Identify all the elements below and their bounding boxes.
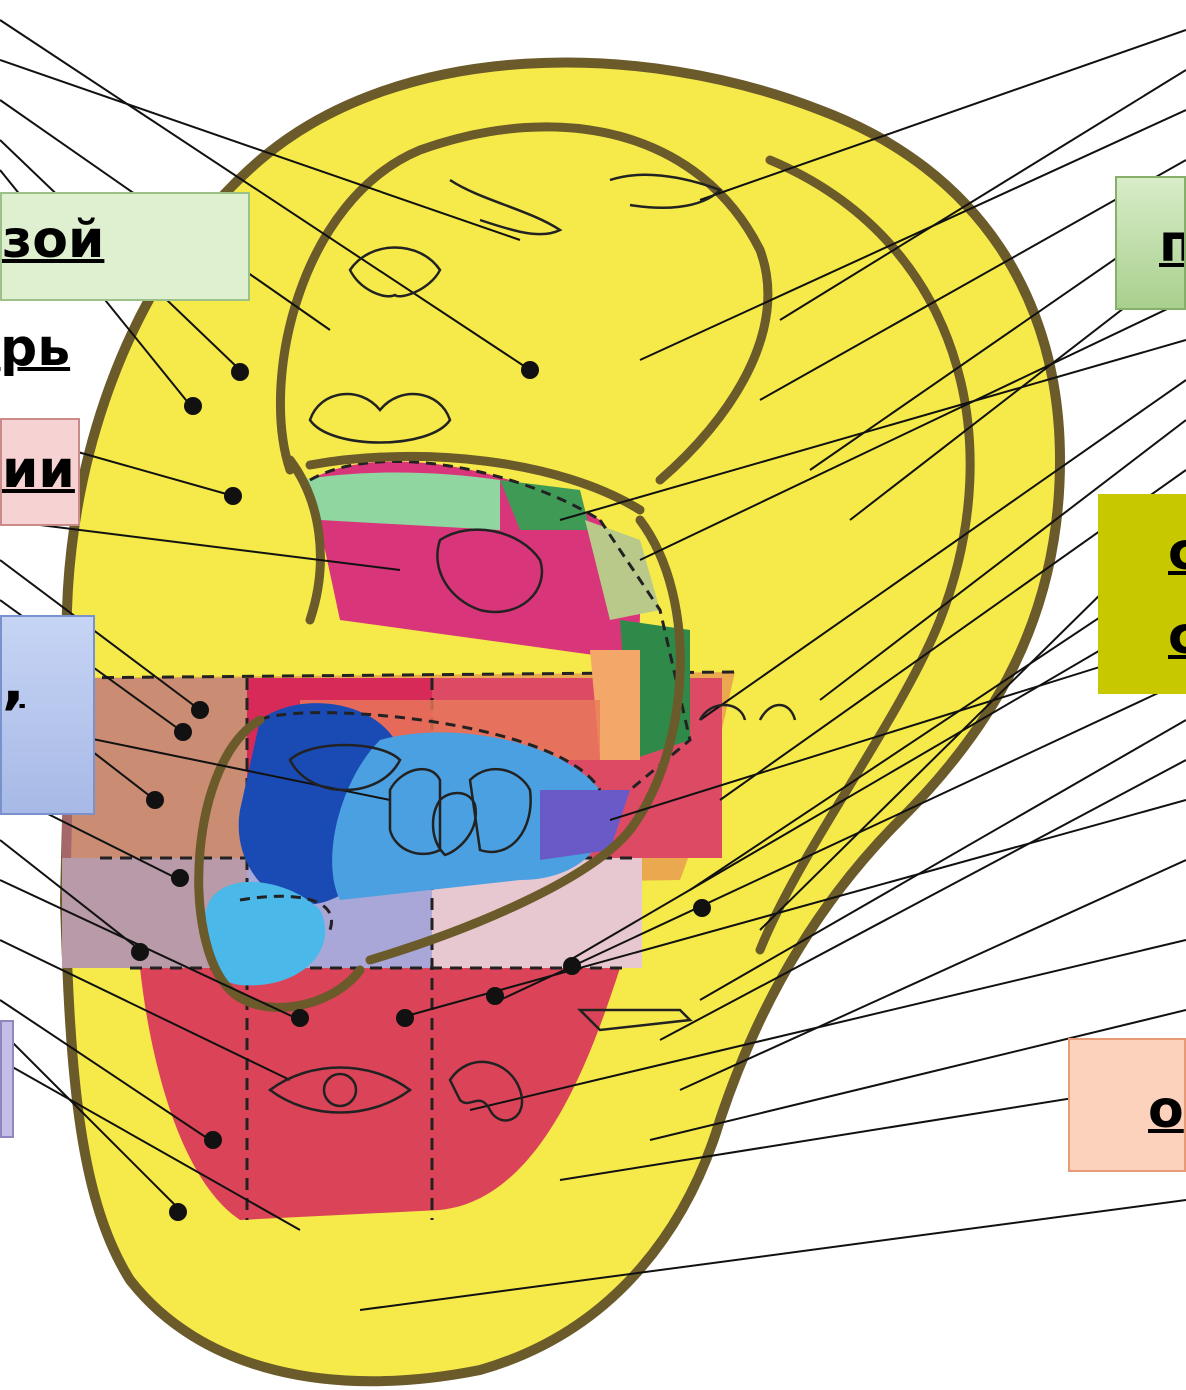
label-box-top-right: п [1115, 176, 1186, 310]
label-top-left-line2: рь [0, 318, 70, 378]
label-mid-left: ии [2, 440, 75, 500]
label-box-olive-right: с с [1098, 494, 1186, 694]
label-blue-left: , [2, 647, 25, 717]
label-bottom-right: о [1148, 1080, 1184, 1140]
label-box-bottom-right: о [1068, 1038, 1186, 1172]
label-top-right: п [1159, 214, 1186, 274]
label-olive-right-line2: с [1168, 606, 1186, 666]
label-top-left-line1: зой [2, 210, 104, 270]
label-box-mid-left: ии [0, 418, 80, 526]
label-box-blue-left: , [0, 615, 95, 815]
label-olive-right-line1: с [1168, 522, 1186, 582]
label-box-top-left: зой [0, 192, 250, 301]
label-box-bottom-left [0, 1020, 14, 1138]
